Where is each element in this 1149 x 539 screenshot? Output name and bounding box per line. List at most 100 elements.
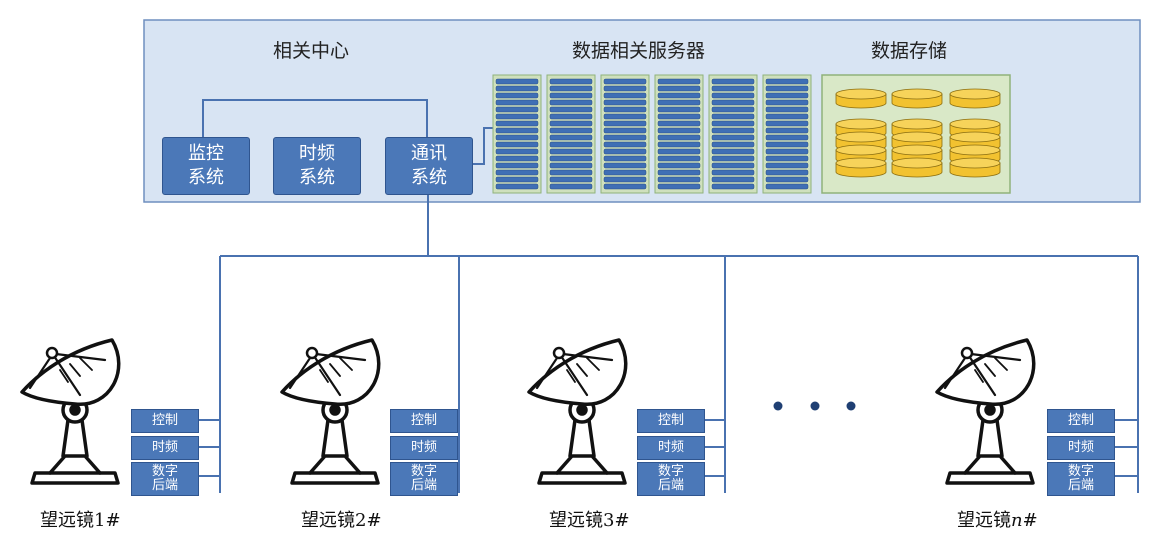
dish-antenna-icon <box>280 338 381 485</box>
server-unit <box>495 92 539 99</box>
server-unit <box>495 78 539 85</box>
server-unit <box>711 127 755 134</box>
server-rack <box>762 74 812 194</box>
server-unit <box>603 99 647 106</box>
digital-backend-line2: 后端 <box>410 478 437 493</box>
telescope-label-suffix: # <box>1022 510 1038 531</box>
dish-antenna-icon <box>935 338 1036 485</box>
server-unit <box>711 120 755 127</box>
server-unit <box>657 176 701 183</box>
telescope-label-suffix: # <box>105 510 121 531</box>
data-storage-panel <box>821 74 1011 194</box>
server-unit <box>495 120 539 127</box>
dish-antenna-icon <box>20 338 121 485</box>
timefreq-system-box: 时频 系统 <box>273 137 361 195</box>
server-unit <box>549 127 593 134</box>
telescope-label-index: 2 <box>355 510 367 531</box>
control-module: 控制 <box>1047 409 1115 433</box>
telescope-label-prefix: 望远镜 <box>40 510 94 531</box>
server-unit <box>549 113 593 120</box>
telescope-label: 望远镜3# <box>549 506 630 532</box>
telescope-label-index: n <box>1011 510 1023 531</box>
server-unit <box>657 99 701 106</box>
server-unit <box>549 106 593 113</box>
server-unit <box>495 127 539 134</box>
digital-backend-line1: 数字 <box>151 464 178 479</box>
dish-antenna-icon <box>527 338 628 485</box>
monitoring-system-line1: 监控 <box>188 143 224 164</box>
server-unit <box>495 85 539 92</box>
server-unit <box>765 134 809 141</box>
server-unit <box>765 113 809 120</box>
server-unit <box>657 85 701 92</box>
server-unit <box>495 148 539 155</box>
server-rack <box>708 74 758 194</box>
server-unit <box>549 85 593 92</box>
server-unit <box>765 120 809 127</box>
timefreq-module: 时频 <box>1047 436 1115 460</box>
dish-antennas <box>20 338 1036 485</box>
server-unit <box>711 134 755 141</box>
server-unit <box>549 141 593 148</box>
timefreq-module: 时频 <box>131 436 199 460</box>
server-unit <box>657 162 701 169</box>
server-unit <box>603 176 647 183</box>
server-unit <box>603 113 647 120</box>
disk-icon <box>891 157 943 178</box>
telescope-label-prefix: 望远镜 <box>549 510 603 531</box>
digital-backend-line2: 后端 <box>657 478 684 493</box>
server-unit <box>549 78 593 85</box>
server-unit <box>495 183 539 190</box>
server-unit <box>603 106 647 113</box>
server-unit <box>495 141 539 148</box>
server-unit <box>603 85 647 92</box>
server-unit <box>657 113 701 120</box>
server-unit <box>549 92 593 99</box>
server-unit <box>711 176 755 183</box>
control-module: 控制 <box>390 409 458 433</box>
server-unit <box>657 183 701 190</box>
server-unit <box>657 169 701 176</box>
timefreq-system-line2: 系统 <box>299 167 335 188</box>
ellipsis-dots <box>773 401 856 411</box>
server-unit <box>711 92 755 99</box>
server-rack <box>492 74 542 194</box>
server-unit <box>711 148 755 155</box>
telescope-label-prefix: 望远镜 <box>301 510 355 531</box>
server-unit <box>765 92 809 99</box>
server-unit <box>711 155 755 162</box>
server-rack <box>654 74 704 194</box>
server-unit <box>495 134 539 141</box>
server-unit <box>495 176 539 183</box>
disk-icon <box>835 157 887 178</box>
server-rack <box>546 74 596 194</box>
server-rack <box>600 74 650 194</box>
server-unit <box>495 169 539 176</box>
monitoring-system-box: 监控 系统 <box>162 137 250 195</box>
server-unit <box>657 120 701 127</box>
server-unit <box>549 176 593 183</box>
server-unit <box>657 92 701 99</box>
digital-backend-line1: 数字 <box>1067 464 1094 479</box>
telescope-label: 望远镜n# <box>957 506 1038 532</box>
telescope-label-index: 1 <box>94 510 106 531</box>
server-unit <box>657 155 701 162</box>
timefreq-system-line1: 时频 <box>299 143 335 164</box>
center-internal-links <box>202 99 493 165</box>
server-unit <box>711 85 755 92</box>
server-unit <box>765 183 809 190</box>
server-unit <box>765 99 809 106</box>
disk-icon <box>949 88 1001 109</box>
server-unit <box>765 176 809 183</box>
server-unit <box>549 134 593 141</box>
server-unit <box>495 99 539 106</box>
digital-backend-line2: 后端 <box>1067 478 1094 493</box>
server-unit <box>549 183 593 190</box>
digital-backend-line1: 数字 <box>410 464 437 479</box>
correlation-center-title: 相关中心 <box>273 40 350 62</box>
server-unit <box>765 127 809 134</box>
server-unit <box>603 78 647 85</box>
server-unit <box>765 78 809 85</box>
server-unit <box>657 106 701 113</box>
server-unit <box>765 148 809 155</box>
